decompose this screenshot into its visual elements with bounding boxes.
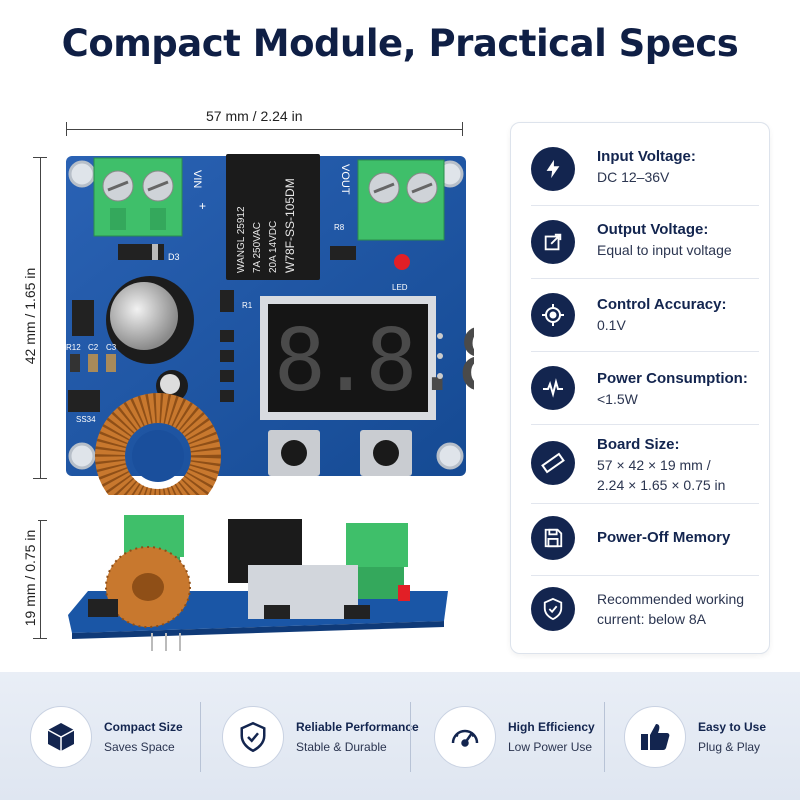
- led-label: LED: [392, 283, 408, 292]
- spec-divider: [531, 503, 759, 504]
- width-dimension-tick-right: [462, 122, 463, 136]
- feature-high-efficiency: High Efficiency Low Power Use: [404, 704, 604, 768]
- vout-label: VOUT: [339, 164, 351, 195]
- spec-divider: [531, 424, 759, 425]
- ruler-icon: [531, 441, 575, 485]
- lightning-icon: [531, 147, 575, 191]
- spec-value: 0.1V: [597, 317, 626, 333]
- spec-divider: [531, 278, 759, 279]
- spec-label: Input Voltage:: [597, 148, 696, 165]
- spec-label: Board Size:: [597, 436, 680, 453]
- feature-subtitle: Saves Space: [104, 740, 175, 754]
- height-dimension-line: [40, 157, 41, 478]
- silk-c2: C2: [88, 343, 99, 352]
- shield-check-icon: [531, 587, 575, 631]
- spec-label: Output Voltage:: [597, 221, 709, 238]
- spec-value: DC 12–36V: [597, 169, 670, 185]
- silk-r8: R8: [334, 223, 345, 232]
- height-dimension-label: 42 mm / 1.65 in: [22, 246, 38, 386]
- depth-dimension-line: [40, 520, 41, 638]
- relay-label-2: 7A 250VAC: [252, 222, 263, 273]
- spec-divider: [531, 205, 759, 206]
- floppy-disk-icon: [531, 516, 575, 560]
- gauge-icon: [434, 706, 496, 768]
- vin-label: VIN: [191, 170, 203, 188]
- width-dimension-label: 57 mm / 2.24 in: [200, 108, 309, 124]
- width-dimension-line: [66, 129, 462, 130]
- silk-ss34: SS34: [76, 415, 96, 424]
- depth-dimension-label: 19 mm / 0.75 in: [22, 518, 38, 638]
- feature-subtitle: Stable & Durable: [296, 740, 387, 754]
- pcb-top-view: VIN + WANGL 25912 7A 250VAC 20A 14VDC W7…: [62, 150, 555, 519]
- feature-subtitle: Plug & Play: [698, 740, 761, 754]
- relay-label-3: 20A 14VDC: [268, 221, 279, 273]
- feature-subtitle: Low Power Use: [508, 740, 593, 754]
- spec-divider: [531, 351, 759, 352]
- feature-title: High Efficiency: [508, 720, 595, 734]
- spec-panel: Input Voltage: DC 12–36V Output Voltage:…: [510, 122, 770, 654]
- seven-segment-display: 8.8.8.: [274, 311, 474, 411]
- feature-divider: [200, 702, 201, 772]
- pulse-icon: [531, 366, 575, 410]
- spec-value: <1.5W: [597, 391, 638, 407]
- cube-icon: [30, 706, 92, 768]
- feature-compact-size: Compact Size Saves Space: [0, 704, 200, 768]
- feature-divider: [410, 702, 411, 772]
- feature-reliable-performance: Reliable Performance Stable & Durable: [192, 704, 419, 768]
- pcb-side-illustration: [68, 515, 448, 651]
- relay-label-4: W78F-SS-105DM: [283, 178, 297, 273]
- shield-check-icon: [222, 706, 284, 768]
- thumbs-up-icon: [624, 706, 686, 768]
- svg-text:+: +: [199, 199, 206, 213]
- feature-title: Reliable Performance: [296, 720, 419, 734]
- depth-dimension-tick-bottom: [33, 638, 47, 639]
- pcb-side-view: [68, 515, 452, 655]
- spec-label: Power-Off Memory: [597, 529, 731, 546]
- spec-value: Recommended working: [597, 591, 745, 607]
- spec-label: Control Accuracy:: [597, 296, 727, 313]
- feature-title: Easy to Use: [698, 720, 767, 734]
- relay-label-1: WANGL 25912: [236, 206, 247, 273]
- pcb-top-illustration: VIN + WANGL 25912 7A 250VAC 20A 14VDC W7…: [66, 154, 555, 519]
- spec-value: 57 × 42 × 19 mm /: [597, 457, 711, 473]
- spec-label: Power Consumption:: [597, 370, 748, 387]
- output-arrow-icon: [531, 220, 575, 264]
- silk-r12: R12: [66, 343, 81, 352]
- height-dimension-tick-bottom: [33, 478, 47, 479]
- feature-strip: Compact Size Saves Space Reliable Perfor…: [0, 672, 800, 800]
- spec-value-line2: current: below 8A: [597, 611, 706, 627]
- feature-divider: [604, 702, 605, 772]
- spec-divider: [531, 575, 759, 576]
- silk-r1: R1: [242, 301, 253, 310]
- spec-value-line2: 2.24 × 1.65 × 0.75 in: [597, 477, 726, 493]
- feature-title: Compact Size: [104, 720, 183, 734]
- silk-c3: C3: [106, 343, 117, 352]
- silk-d3: D3: [168, 252, 180, 262]
- feature-easy-to-use: Easy to Use Plug & Play: [594, 704, 794, 768]
- target-icon: [531, 293, 575, 337]
- spec-value: Equal to input voltage: [597, 242, 732, 258]
- page-title: Compact Module, Practical Specs: [61, 22, 739, 65]
